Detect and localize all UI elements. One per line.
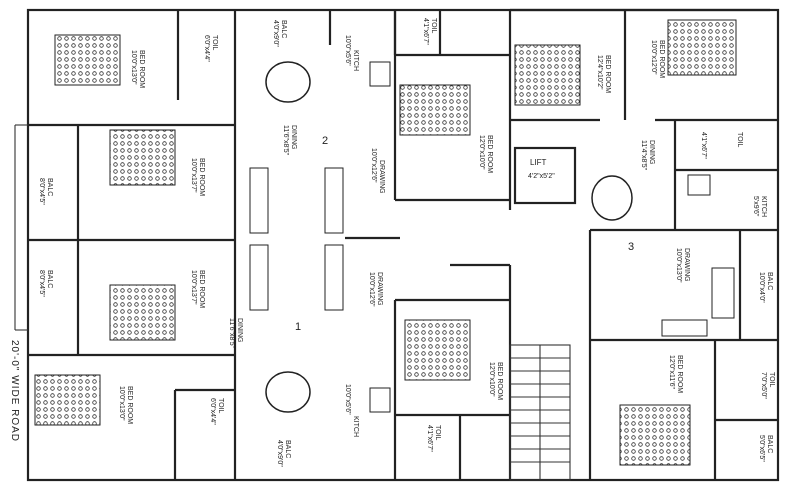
room-size: 10'0"x12'6" xyxy=(368,272,375,307)
room-size: 7'0"x5'0" xyxy=(760,372,767,399)
room-size: 8'0"x4'5" xyxy=(38,178,45,205)
sofa-icon xyxy=(324,244,344,311)
room-size: 5'x9'6" xyxy=(752,196,759,217)
bed-icon xyxy=(109,284,176,341)
room-size: 12'0"x10'0" xyxy=(488,362,495,397)
room-label: BALC xyxy=(766,272,773,290)
room-labels: 20'-0" WIDE ROAD 1 2 3 BED ROOM 10'0"x13… xyxy=(9,18,775,467)
room-label: BED ROOM xyxy=(126,386,133,424)
bed-icon xyxy=(109,129,176,186)
room-label: TOIL xyxy=(217,398,224,414)
bed-icon xyxy=(667,19,737,76)
room-label: DRAWING xyxy=(378,160,385,194)
room-label: BALC xyxy=(766,435,773,453)
staircase xyxy=(509,344,571,481)
room-size: 10'0"x4'0" xyxy=(758,272,765,303)
room-size: 10'0"x13'0" xyxy=(675,248,682,283)
sofa-icon xyxy=(661,319,708,337)
room-label: TOIL xyxy=(211,35,218,51)
sofa-icon xyxy=(711,267,735,319)
room-size: 10'0"x13'7" xyxy=(190,270,197,305)
room-size: 12'4"x10'2" xyxy=(596,55,603,90)
room-label: BED ROOM xyxy=(658,40,665,78)
room-label: BALC xyxy=(46,270,53,288)
room-label: KITCH xyxy=(352,416,359,437)
room-size: 4'0"x9'0" xyxy=(276,440,283,467)
room-size: 10'0"x12'6" xyxy=(370,148,377,183)
furniture xyxy=(34,19,737,466)
room-label: BALC xyxy=(280,20,287,38)
room-label: DINING xyxy=(290,125,297,150)
room-label: BED ROOM xyxy=(198,270,205,308)
flat-number-2: 2 xyxy=(322,135,328,147)
room-label: BED ROOM xyxy=(486,135,493,173)
room-label: KITCH xyxy=(352,50,359,71)
bed-icon xyxy=(399,84,471,136)
bed-icon xyxy=(404,319,471,381)
room-size: 10'0"x5'6" xyxy=(344,35,351,66)
room-label: DRAWING xyxy=(683,248,690,282)
room-size: 10'0"x5'6" xyxy=(344,384,351,415)
room-size: 4'0"x9'0" xyxy=(272,20,279,47)
stove-icon xyxy=(369,61,391,87)
sofa-icon xyxy=(249,167,269,234)
room-label: BED ROOM xyxy=(604,55,611,93)
room-label: DINING xyxy=(236,318,243,343)
sofa-icon xyxy=(324,167,344,234)
stove-icon xyxy=(687,174,711,196)
room-label: BED ROOM xyxy=(676,355,683,393)
room-label: BALC xyxy=(284,440,291,458)
room-size: 4'1"x6'7" xyxy=(422,18,429,45)
room-size: 6'0"x4'4" xyxy=(209,398,216,425)
room-label: TOIL xyxy=(434,425,441,441)
room-size: 5'0"x6'5" xyxy=(758,435,765,462)
room-size: 11'4"x8'5" xyxy=(640,140,647,171)
road-label: 20'-0" WIDE ROAD xyxy=(9,340,20,442)
room-label: DRAWING xyxy=(376,272,383,306)
room-size: 10'0"x13'7" xyxy=(190,158,197,193)
stove-icon xyxy=(369,387,391,413)
lift-size: 4'2"x5'2" xyxy=(528,173,555,180)
room-size: 12'0"x10'0" xyxy=(478,135,485,170)
dining-table-icon xyxy=(265,371,311,413)
sofa-icon xyxy=(249,244,269,311)
room-size: 12'0"x11'6" xyxy=(668,355,675,389)
room-label: KITCH xyxy=(760,196,767,217)
room-label: BED ROOM xyxy=(496,362,503,400)
lift-label: LIFT xyxy=(530,158,547,167)
room-label: DINING xyxy=(648,140,655,165)
room-size: 10'0"x13'0" xyxy=(130,50,137,85)
bed-icon xyxy=(34,374,101,426)
bed-icon xyxy=(619,404,691,466)
room-size: 6'0"x4'4" xyxy=(203,35,210,62)
room-label: TOIL xyxy=(736,132,743,148)
room-label: BALC xyxy=(46,178,53,196)
walls xyxy=(14,8,780,482)
dining-table-icon xyxy=(591,175,633,221)
flat-number-1: 1 xyxy=(295,321,301,333)
dining-table-icon xyxy=(265,61,311,103)
flat-number-3: 3 xyxy=(628,241,634,253)
room-size: 4'1"x6'7" xyxy=(426,425,433,452)
bed-icon xyxy=(514,44,581,106)
room-label: BED ROOM xyxy=(198,158,205,196)
room-label: TOIL xyxy=(430,18,437,34)
room-size: 4'1"x6'7" xyxy=(700,132,707,159)
bed-icon xyxy=(54,34,121,86)
room-size: 11'6"x8'5" xyxy=(282,125,289,156)
room-size: 11'6"x8'5" xyxy=(228,318,235,349)
room-size: 8'0"x4'5" xyxy=(38,270,45,297)
room-size: 10'0"x13'0" xyxy=(118,386,125,421)
room-label: TOIL xyxy=(768,372,775,388)
room-size: 10'0"x12'0" xyxy=(650,40,657,75)
room-label: BED ROOM xyxy=(138,50,145,88)
